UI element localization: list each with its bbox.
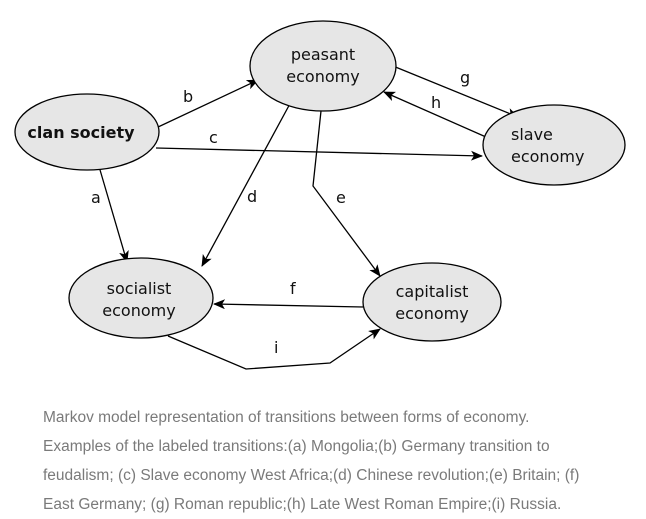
node-clan-society: clan society [14,93,160,171]
caption-line: Examples of the labeled transitions:(a) … [43,438,550,455]
edge-labels: a b c d e f g h i [91,68,470,357]
node-ellipse [249,20,397,112]
edge-label-b: b [183,87,193,106]
edge-label-e: e [336,188,346,207]
edge-f [213,299,364,310]
edge-e [312,110,381,277]
edge-b [155,79,259,129]
node-label-line1: peasant [291,45,355,64]
node-label-line2: economy [102,301,175,320]
markov-diagram: a b c d e f g h i clan society peasant e… [14,20,626,370]
edge-label-f: f [290,279,296,298]
edge-d [201,99,293,267]
edge-label-g: g [460,68,470,87]
edge-label-i: i [274,338,278,357]
node-peasant-economy: peasant economy [249,20,397,112]
node-slave-economy: slave economy [482,104,626,186]
node-ellipse [14,93,160,171]
node-label-line1: socialist [107,279,172,298]
node-label-line1: slave [511,125,553,144]
edge-label-a: a [91,188,101,207]
edge-i [167,328,381,370]
edge-g [392,65,519,118]
node-label-line1: capitalist [396,282,469,301]
edge-a [97,162,129,263]
caption-line: East Germany; (g) Roman republic;(h) Lat… [43,496,562,513]
node-label-line2: economy [395,304,468,323]
node-label-line2: economy [511,147,584,166]
node-label: clan society [27,123,135,142]
node-ellipse [482,104,626,186]
node-label-line2: economy [286,67,359,86]
node-ellipse [362,262,502,342]
edge-label-c: c [209,128,218,147]
node-socialist-economy: socialist economy [68,257,214,339]
caption-line: feudalism; (c) Slave economy West Africa… [43,467,580,484]
edge-c [155,147,483,161]
edge-label-h: h [431,93,441,112]
edges [97,65,519,370]
node-ellipse [68,257,214,339]
figure-caption: Markov model representation of transitio… [43,403,633,519]
caption-line: Markov model representation of transitio… [43,409,530,426]
node-capitalist-economy: capitalist economy [362,262,502,342]
edge-h [383,91,487,138]
edge-label-d: d [247,187,257,206]
